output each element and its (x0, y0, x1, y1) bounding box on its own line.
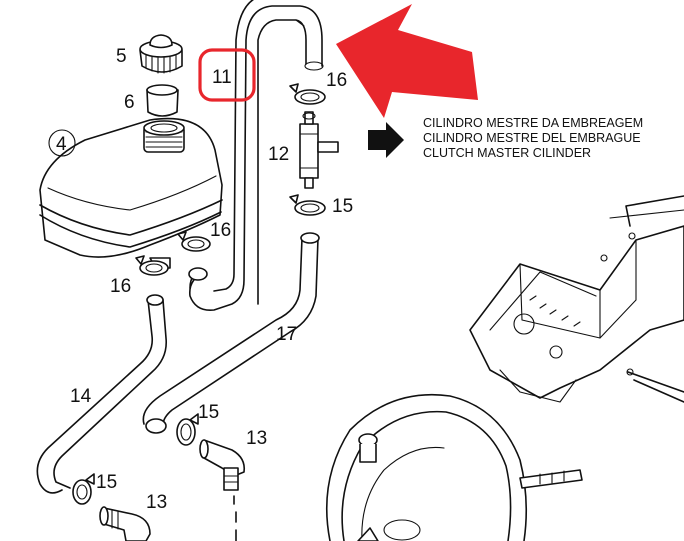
label-reservoir-callout: 4 (48, 129, 76, 157)
label-clamp-lower-mid: 15 (198, 402, 219, 423)
label-elbow-left: 13 (146, 492, 167, 513)
label-hose-left: 14 (70, 386, 92, 407)
label-clamp-reservoir: 16 (210, 220, 231, 241)
black-arrow-icon (368, 122, 404, 158)
caption-portuguese: CILINDRO MESTRE DA EMBREAGEM (423, 116, 643, 130)
pipe-11 (188, 0, 324, 312)
pedal-bracket (469, 195, 684, 403)
label-cap: 5 (116, 46, 127, 67)
elbow-left-13 (99, 506, 151, 541)
pipe-11-highlight: 11 (198, 48, 256, 102)
label-seal: 6 (124, 92, 135, 113)
caption-english: CLUTCH MASTER CILINDER (423, 146, 591, 160)
red-arrow-icon (336, 4, 478, 118)
hose-14 (36, 294, 168, 494)
cap-seal (146, 84, 179, 117)
fluid-reservoir (39, 117, 223, 258)
label-hose-right: 17 (276, 324, 297, 345)
label-elbow-right: 13 (246, 428, 267, 449)
label-pipe: 11 (212, 67, 232, 88)
hose-17 (142, 232, 320, 434)
reservoir-cap (139, 34, 183, 74)
clamp-lower-left-15 (72, 473, 95, 505)
clamp-mid-15 (289, 194, 326, 216)
elbow-right-13 (199, 439, 246, 541)
clamp-reservoir-16 (177, 231, 211, 252)
clamp-lower-mid-15 (176, 413, 199, 446)
clamp-left-16 (135, 255, 169, 276)
label-clamp-left: 16 (110, 276, 131, 297)
label-reservoir: 4 (56, 134, 67, 155)
label-clamp-lower-left: 15 (96, 472, 117, 493)
caption-spanish: CILINDRO MESTRE DEL EMBRAGUE (423, 131, 641, 145)
label-clamp-top: 16 (326, 70, 347, 91)
label-clamp-mid: 15 (332, 196, 353, 217)
label-tee: 12 (268, 144, 289, 165)
brake-booster (325, 393, 583, 541)
tee-fitting (299, 111, 339, 189)
clamp-top-16 (289, 83, 326, 105)
